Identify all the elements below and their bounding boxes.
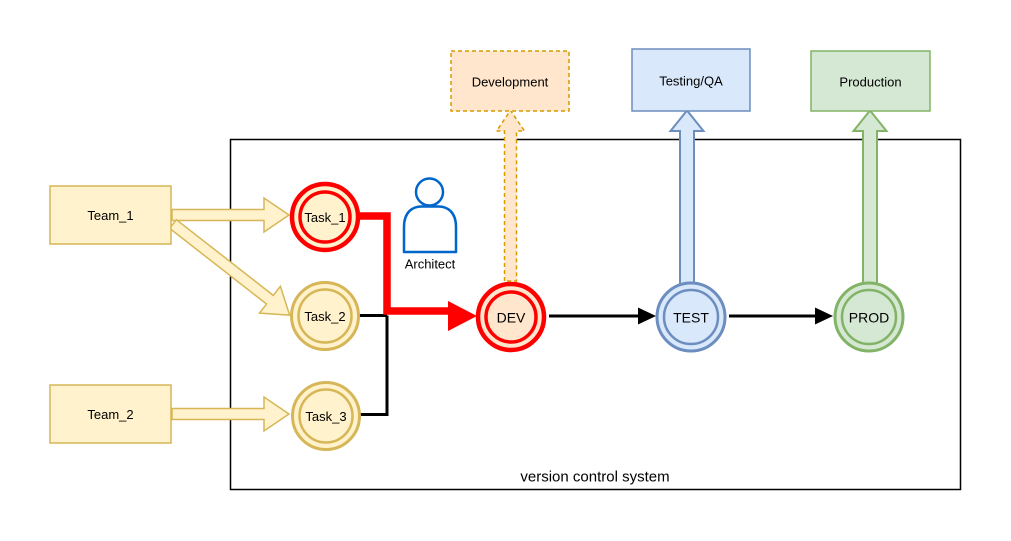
- vcs-container-label: version control system: [520, 469, 669, 486]
- testing-label: Testing/QA: [659, 74, 723, 89]
- production-arrow: [851, 108, 889, 284]
- team2-to-task3-arrow: [171, 395, 291, 433]
- testing-arrow: [668, 108, 706, 286]
- team1-label: Team_1: [87, 208, 133, 223]
- prod-label: PROD: [849, 310, 889, 326]
- team1-box: [49, 185, 172, 245]
- development-arrow: [495, 109, 526, 282]
- team1-to-task1-arrow: [171, 196, 291, 234]
- dev-node: DEV: [475, 281, 547, 353]
- test-to-prod-arrowhead: [815, 307, 833, 325]
- task3-label: Task_3: [305, 409, 346, 424]
- task1-to-dev-line: [358, 212, 450, 315]
- testing-box: [631, 48, 751, 112]
- dev-label: DEV: [497, 310, 526, 326]
- production-label: Production: [839, 75, 901, 90]
- team2-label: Team_2: [87, 407, 133, 422]
- task1-label: Task_1: [304, 210, 345, 225]
- architect-label: Architect: [405, 257, 456, 272]
- production-box: [810, 50, 931, 112]
- dev-to-test-arrowhead: [638, 307, 656, 325]
- task2-label: Task_2: [304, 309, 345, 324]
- prod-node: PROD: [833, 281, 905, 353]
- development-box: [450, 50, 570, 112]
- team1-to-task2-arrow: [168, 218, 291, 316]
- architect-icon: [402, 177, 458, 254]
- task1-to-dev-arrowhead: [448, 301, 477, 331]
- test-node: TEST: [655, 281, 727, 353]
- task3-node: Task_3: [291, 381, 361, 451]
- task2-node: Task_2: [290, 281, 360, 351]
- task-junction-connector: [356, 314, 389, 416]
- architect-head-icon: [414, 177, 445, 207]
- development-label: Development: [472, 75, 549, 90]
- team2-box: [49, 384, 172, 444]
- task1-node: Task_1: [289, 181, 361, 253]
- architect-body-icon: [402, 205, 458, 254]
- test-label: TEST: [673, 310, 709, 326]
